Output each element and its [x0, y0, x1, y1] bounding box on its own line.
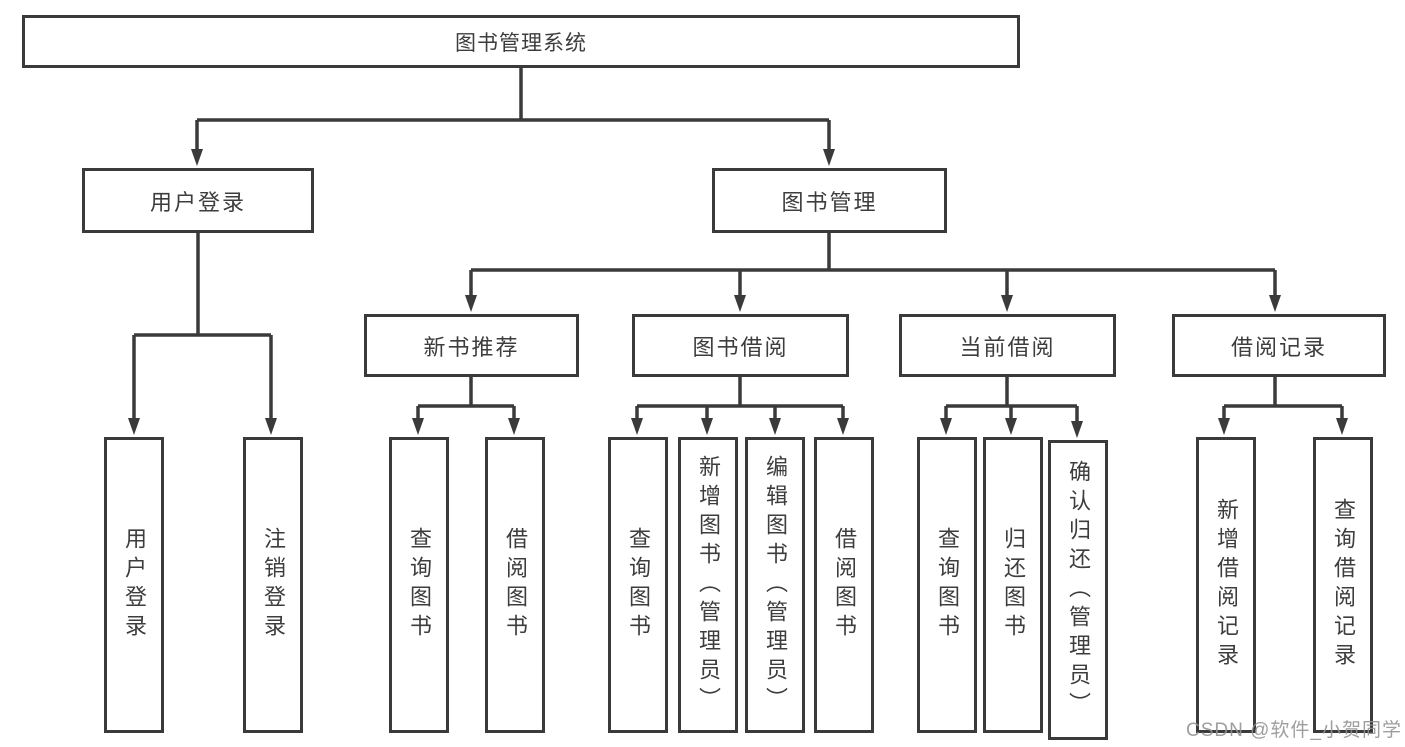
arrowhead — [631, 418, 643, 435]
arrowhead — [1071, 421, 1083, 438]
leaf-add-borrow-record: 新增借阅记录 — [1196, 437, 1256, 733]
leaf-query-books-new: 查询图书 — [389, 437, 449, 733]
arrowhead — [265, 418, 277, 435]
node-current-borrowing: 当前借阅 — [899, 314, 1116, 377]
leaf-edit-books-admin: 编辑图书（管理员） — [745, 437, 805, 733]
node-user-login: 用户登录 — [82, 168, 314, 233]
arrowhead — [1218, 418, 1230, 435]
connector-user-login — [132, 233, 273, 421]
leaf-borrow-books: 借阅图书 — [814, 437, 874, 733]
arrowhead — [769, 418, 781, 435]
node-new-book-recommendation: 新书推荐 — [364, 314, 579, 377]
arrowhead — [823, 149, 835, 166]
arrowhead — [1001, 295, 1013, 312]
node-book-management: 图书管理 — [712, 168, 947, 233]
arrowhead — [1005, 418, 1017, 435]
arrowhead — [128, 418, 140, 435]
arrowhead — [465, 295, 477, 312]
node-book-borrowing: 图书借阅 — [632, 314, 849, 377]
leaf-query-borrow-record: 查询借阅记录 — [1313, 437, 1373, 733]
arrowhead — [837, 418, 849, 435]
leaf-add-books-admin: 新增图书（管理员） — [678, 437, 738, 733]
arrowhead — [1269, 295, 1281, 312]
arrowheads — [128, 149, 1348, 438]
connector-root — [195, 68, 831, 151]
leaf-user-login: 用户登录 — [104, 437, 164, 733]
node-borrowing-records: 借阅记录 — [1172, 314, 1386, 377]
connector-borrowing-records — [1222, 377, 1344, 421]
connector-new-book — [416, 377, 516, 421]
arrowhead — [940, 418, 952, 435]
connector-current-borrowing — [944, 377, 1079, 423]
connector-book-management — [469, 233, 1277, 298]
arrowhead — [191, 149, 203, 166]
leaf-borrow-books-new: 借阅图书 — [485, 437, 545, 733]
node-library-system: 图书管理系统 — [22, 15, 1020, 68]
arrowhead — [734, 295, 746, 312]
leaf-confirm-return-admin: 确认归还（管理员） — [1048, 440, 1108, 740]
arrowhead — [508, 418, 520, 435]
arrowhead — [701, 418, 713, 435]
leaf-return-books: 归还图书 — [983, 437, 1043, 733]
connector-book-borrowing — [635, 377, 845, 421]
watermark: CSDN @软件_小贺同学 — [1186, 720, 1402, 741]
leaf-query-books-current: 查询图书 — [917, 437, 977, 733]
arrowhead — [1336, 418, 1348, 435]
leaf-query-books-borrow: 查询图书 — [608, 437, 668, 733]
arrowhead — [412, 418, 424, 435]
leaf-logout: 注销登录 — [243, 437, 303, 733]
